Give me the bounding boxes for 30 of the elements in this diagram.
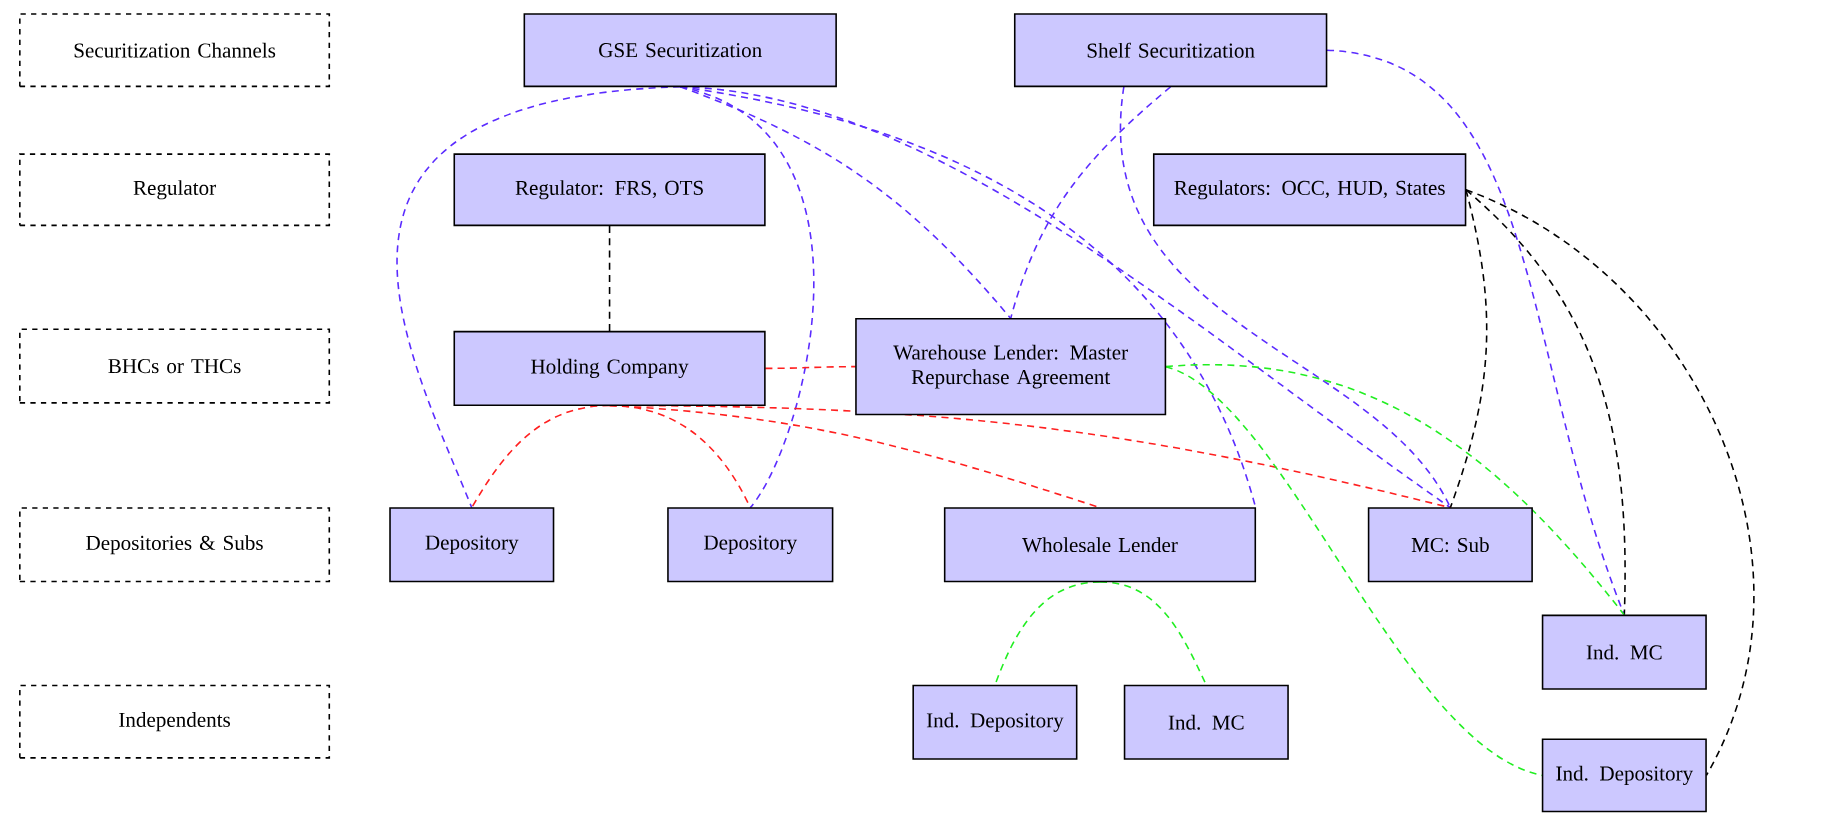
- connector: [1465, 188, 1755, 776]
- connector: [397, 85, 681, 509]
- entity-box: Ind. Depository: [1541, 738, 1707, 813]
- entity-box: Wholesale Lender: [943, 507, 1257, 583]
- entity-box: MC: Sub: [1367, 507, 1533, 583]
- entity-box: Depository: [667, 507, 834, 583]
- row-label-box: BHCs or THCs: [19, 328, 331, 404]
- row-label-box: Regulator: [19, 153, 331, 226]
- entity-box: Regulator: FRS, OTS: [453, 153, 766, 226]
- entity-box: Holding Company: [453, 330, 766, 406]
- entity-box: Regulators: OCC, HUD, States: [1152, 153, 1467, 226]
- connector: [764, 365, 857, 369]
- connector: [1326, 49, 1626, 616]
- connector: [1449, 188, 1488, 509]
- entity-box: Ind. MC: [1123, 684, 1289, 760]
- row-label-box: Depositories & Subs: [19, 507, 331, 583]
- connector: [608, 224, 611, 332]
- entity-box: Warehouse Lender: Master Repurchase Agreement: [855, 317, 1167, 416]
- connector: [1165, 363, 1626, 616]
- entity-box: Shelf Securitization: [1013, 13, 1328, 87]
- entity-box: Depository: [389, 507, 555, 583]
- connector: [1165, 365, 1543, 776]
- connector: [1009, 85, 1172, 320]
- connector: [1465, 188, 1626, 616]
- entity-box: GSE Securitization: [523, 13, 837, 87]
- entity-box: Ind. Depository: [912, 684, 1078, 760]
- entity-box: Ind. MC: [1541, 614, 1707, 690]
- row-label-box: Independents: [19, 684, 331, 759]
- connector: [679, 85, 1452, 509]
- row-label-box: Securitization Channels: [19, 13, 331, 87]
